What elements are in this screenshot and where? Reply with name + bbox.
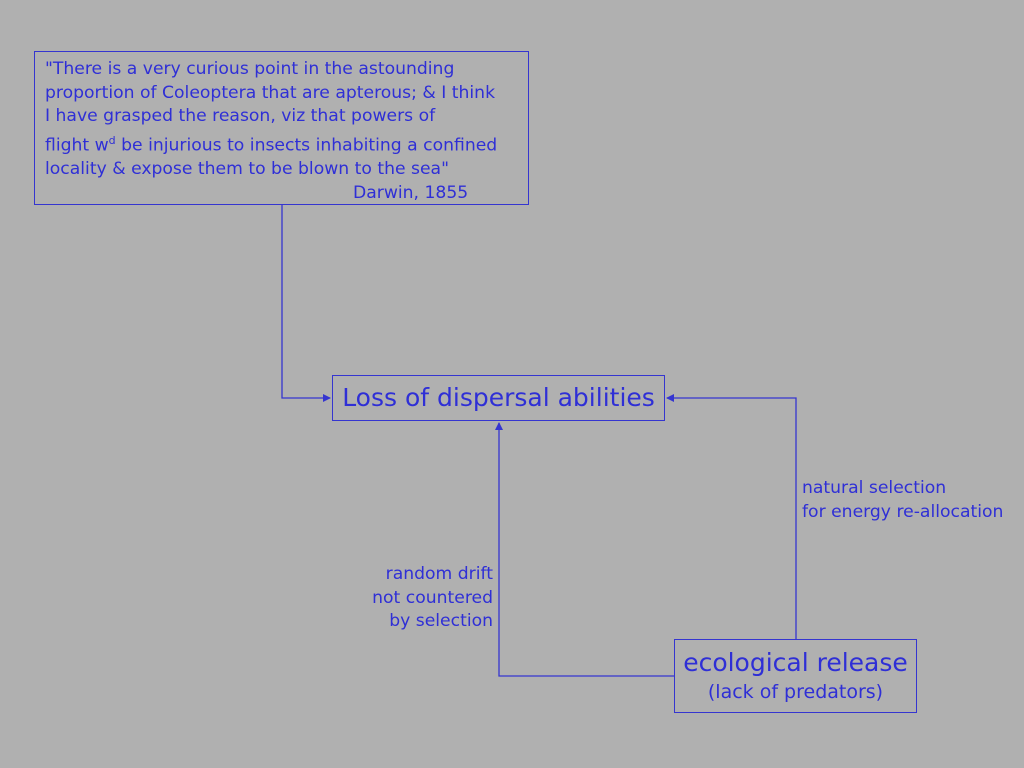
ecological-release-title: ecological release xyxy=(683,648,908,677)
quote-line-4-end: be injurious to insects inhabiting a con… xyxy=(115,135,498,156)
natural-selection-edge-label: natural selection for energy re-allocati… xyxy=(802,477,1003,524)
quote-line-4-start: flight w xyxy=(45,135,109,156)
quote-line-1: "There is a very curious point in the as… xyxy=(45,59,455,79)
quote-line-5: locality & expose them to be blown to th… xyxy=(45,159,449,180)
quote-attribution: Darwin, 1855 xyxy=(353,182,469,203)
ecological-release-subtitle: (lack of predators) xyxy=(707,681,884,703)
ns-label-line-2: for energy re-allocation xyxy=(802,501,1004,522)
drift-label-line-1: random drift xyxy=(385,564,493,584)
quote-line-4: flight wd be injurious to insects inhabi… xyxy=(45,129,518,158)
drift-edge-label: random drift not countered by selection xyxy=(372,563,493,634)
darwin-quote-box: "There is a very curious point in the as… xyxy=(34,51,529,205)
drift-label-line-3: by selection xyxy=(389,611,493,632)
quote-to-loss-arrow xyxy=(281,205,331,402)
ns-label-line-1: natural selection xyxy=(802,478,947,498)
quote-line-3: I have grasped the reason, viz that powe… xyxy=(45,106,436,127)
ecological-release-node: ecological release (lack of predators) xyxy=(674,639,917,713)
natural-selection-arrow xyxy=(666,394,797,639)
quote-line-2: proportion of Coleoptera that are aptero… xyxy=(45,82,496,103)
loss-of-dispersal-node: Loss of dispersal abilities xyxy=(332,375,665,421)
drift-label-line-2: not countered xyxy=(372,587,493,608)
drift-arrow xyxy=(495,422,674,677)
quote-superscript: d xyxy=(108,133,116,147)
